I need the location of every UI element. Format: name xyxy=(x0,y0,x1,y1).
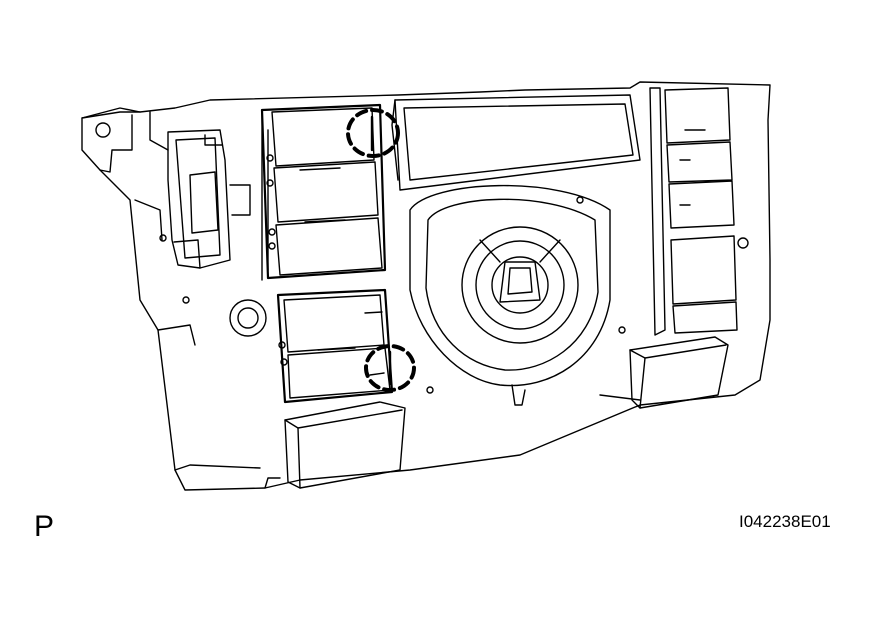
right-switch-column xyxy=(649,87,749,336)
upper-claw-callout xyxy=(346,108,400,158)
panel-housing xyxy=(81,81,771,491)
display-window xyxy=(391,94,641,191)
view-letter-label: P xyxy=(34,510,55,543)
figure-code-label: I042238E01 xyxy=(739,512,831,531)
left-mounting-bracket xyxy=(167,129,251,269)
lower-left-button-cap xyxy=(284,401,406,489)
screw-boss xyxy=(229,299,267,337)
right-button-cap xyxy=(629,336,729,409)
center-dial xyxy=(409,184,626,406)
upper-switch-block xyxy=(260,103,387,281)
lower-claw-callout xyxy=(364,344,416,392)
